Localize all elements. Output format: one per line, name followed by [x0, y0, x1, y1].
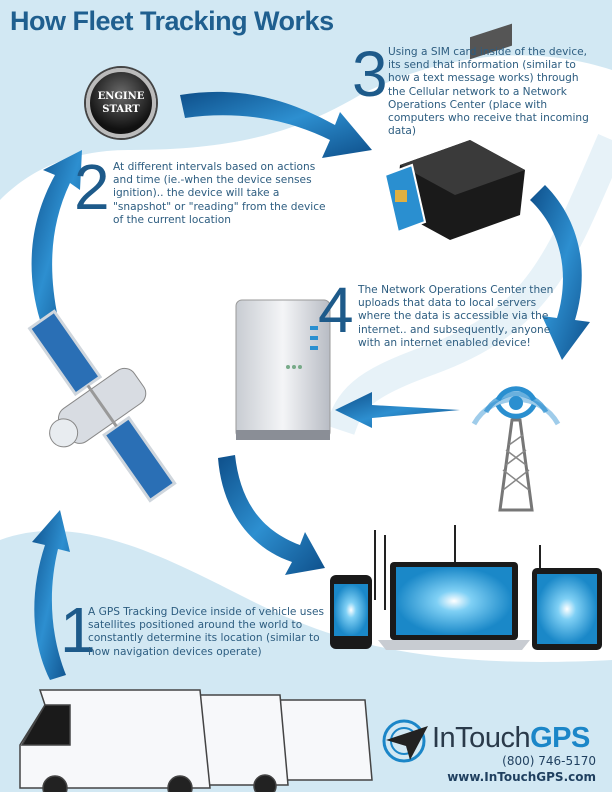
- server-illustration: [235, 299, 331, 440]
- step-3-number: 3: [352, 38, 388, 110]
- engine-start-button-illustration: ENGINE START: [86, 68, 156, 138]
- logo-wordmark: InTouchGPS: [432, 722, 590, 755]
- internet-devices-illustration: [330, 525, 602, 650]
- step-2-text: At different intervals based on actions …: [113, 161, 326, 226]
- step-2-number: 2: [74, 151, 110, 223]
- phone-number: (800) 746-5170: [502, 754, 596, 768]
- logo-text-bold: GPS: [530, 722, 590, 754]
- step-3-text: Using a SIM card inside of the device, i…: [388, 46, 589, 138]
- intouchgps-logo: InTouchGPS (800) 746-5170 www.InTouchGPS…: [380, 716, 602, 788]
- flow-arrows: [31, 91, 590, 680]
- step-1-text: A GPS Tracking Device inside of vehicle …: [88, 606, 325, 658]
- step-1-number: 1: [60, 594, 96, 666]
- website-link[interactable]: www.InTouchGPS.com: [447, 770, 596, 784]
- logo-text-light: InTouch: [432, 722, 531, 754]
- step-4-text: The Network Operations Center then uploa…: [358, 284, 554, 349]
- logo-arrow-icon: [382, 719, 428, 763]
- engine-label: ENGINE: [97, 91, 145, 102]
- cell-tower-illustration: [471, 386, 561, 512]
- step-4-number: 4: [318, 274, 354, 346]
- start-label: START: [102, 104, 140, 115]
- page-title: How Fleet Tracking Works: [10, 6, 334, 36]
- vehicle-fleet-illustration: [19, 689, 373, 792]
- satellite-illustration: [27, 309, 177, 503]
- gps-tracking-device-illustration: [383, 23, 525, 240]
